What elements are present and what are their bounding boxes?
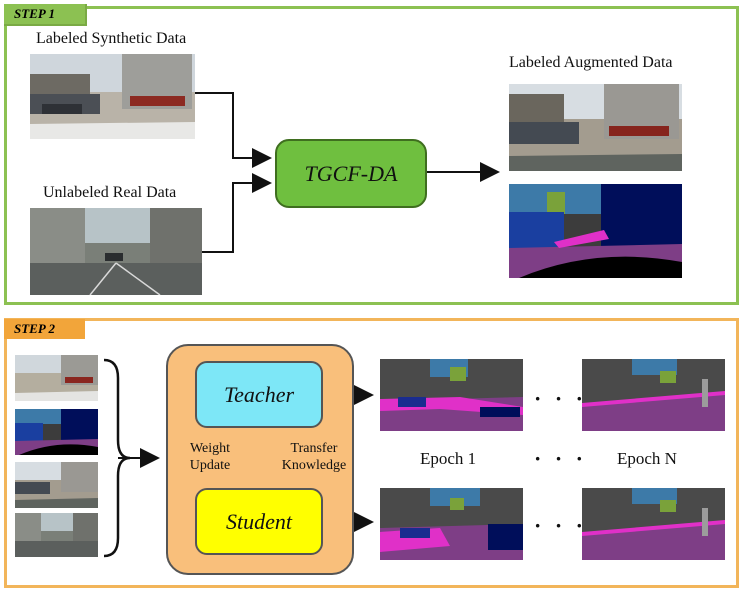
student-box: Student	[195, 488, 323, 555]
weight-update-label: Weight Update	[189, 441, 231, 473]
synthetic-image	[30, 54, 195, 139]
input-real-thumb	[15, 513, 98, 557]
teacher-ellipsis: · · ·	[534, 386, 588, 411]
student-epoch1-prediction	[380, 488, 523, 560]
step2-tab: STEP 2	[4, 319, 85, 339]
augmented-label-image	[509, 184, 682, 278]
epoch-ellipsis: · · ·	[534, 446, 588, 471]
student-ellipsis: · · ·	[534, 513, 588, 538]
teacher-epoch1-prediction	[380, 359, 523, 431]
epoch-1-label: Epoch 1	[420, 449, 477, 468]
real-data-label: Unlabeled Real Data	[43, 184, 177, 201]
real-image	[30, 208, 202, 295]
student-epochN-prediction	[582, 488, 725, 560]
step1-panel	[4, 6, 739, 305]
transfer-knowledge-label: Transfer Knowledge	[281, 441, 347, 473]
step1-tab: STEP 1	[4, 4, 87, 26]
input-label-thumb	[15, 409, 98, 455]
input-synthetic-thumb	[15, 355, 98, 401]
step2-panel	[4, 318, 739, 588]
teacher-epochN-prediction	[582, 359, 725, 431]
tgcf-da-box: TGCF-DA	[275, 139, 427, 208]
epoch-n-label: Epoch N	[617, 449, 677, 468]
input-augmented-thumb	[15, 462, 98, 508]
teacher-box: Teacher	[195, 361, 323, 428]
augmented-image	[509, 84, 682, 171]
synthetic-data-label: Labeled Synthetic Data	[36, 30, 187, 47]
augmented-data-label: Labeled Augmented Data	[509, 54, 673, 71]
